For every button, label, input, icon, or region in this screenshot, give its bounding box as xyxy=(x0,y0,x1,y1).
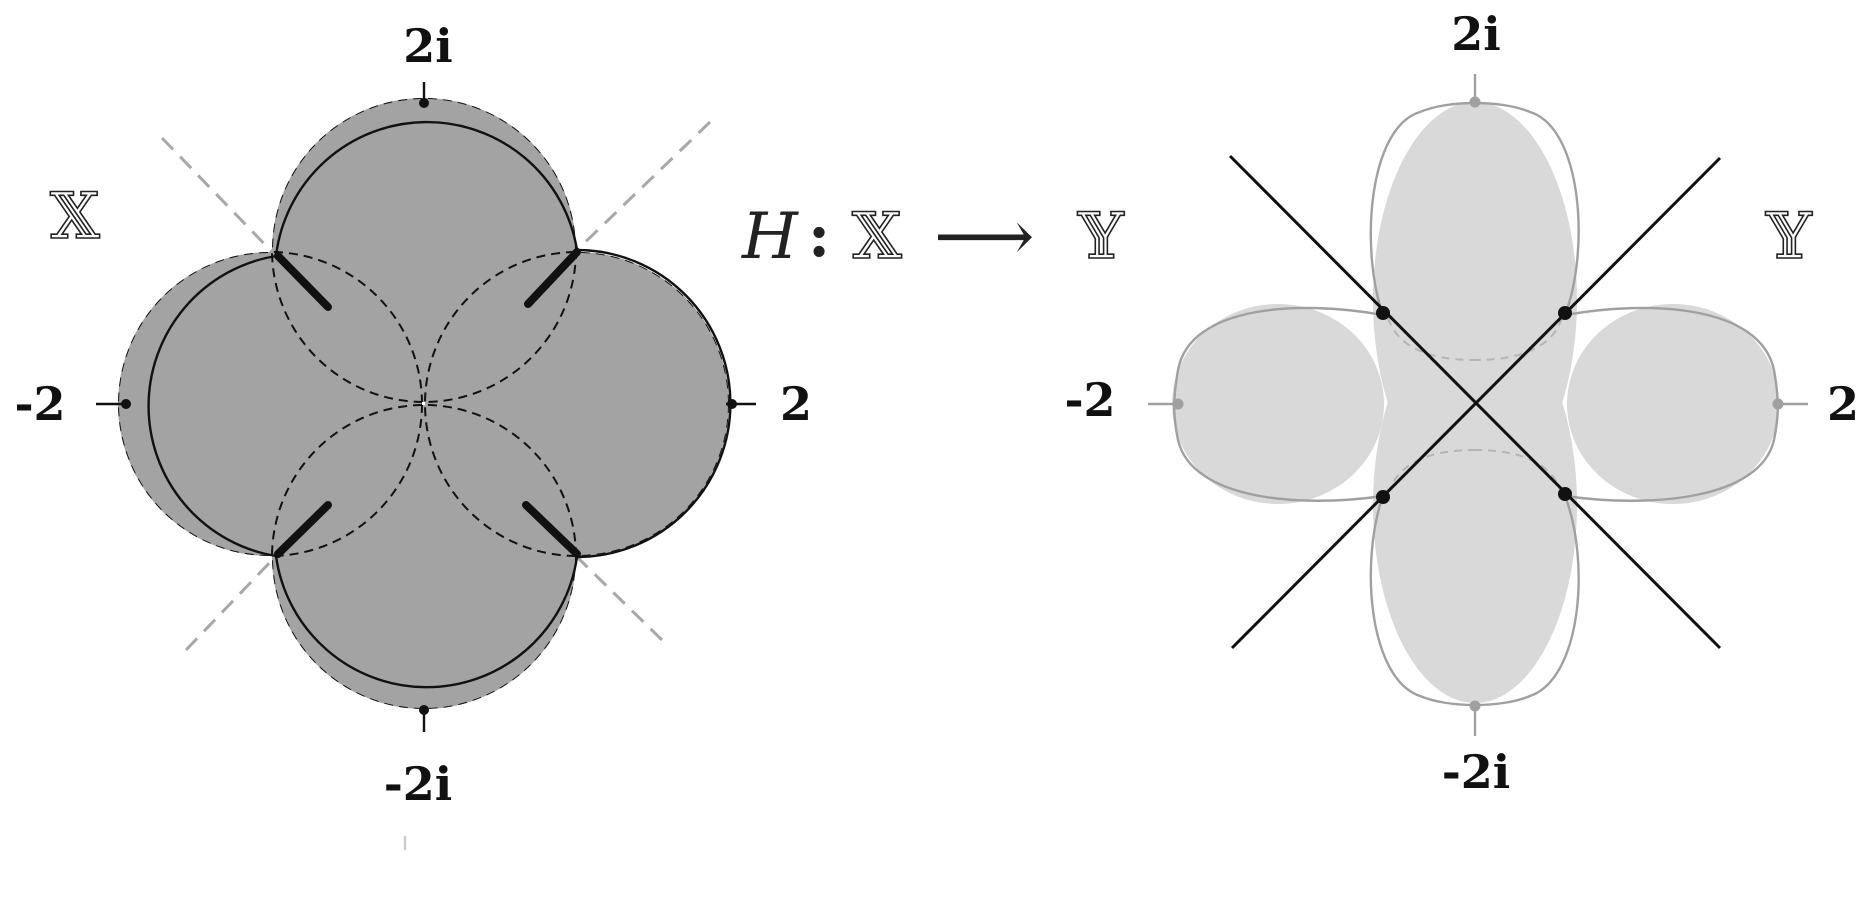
boundary-arc-top xyxy=(274,120,579,257)
diagonal-line-ne-sw xyxy=(1230,156,1722,650)
map-function-name: H xyxy=(741,200,799,274)
cut-segment-sw xyxy=(274,501,332,558)
left-axis-dots xyxy=(121,98,737,715)
right-intersection-dots xyxy=(1376,306,1572,504)
asymptote-line-nw xyxy=(160,136,278,258)
left-cut-segments xyxy=(274,248,581,558)
dot-left xyxy=(121,399,131,409)
dot-right xyxy=(727,399,737,409)
dot-sw xyxy=(1376,490,1390,504)
label-left-neg2: -2 xyxy=(1064,373,1115,427)
petal-right-outline xyxy=(1564,306,1779,502)
right-panel: 𝕐 2i -2i -2 2 xyxy=(1064,7,1859,799)
circle-right-fill xyxy=(425,252,729,556)
map-label: H : 𝕏 ⟶ 𝕐 xyxy=(741,195,1126,277)
petal-right-fill xyxy=(1567,304,1779,504)
label-right-2: 2 xyxy=(780,377,812,431)
asymptote-line-sw xyxy=(184,554,278,652)
map-arrow: ⟶ xyxy=(934,195,1034,277)
left-asymptote-lines xyxy=(160,120,712,652)
left-panel: 𝕏 2i -2i -2 2 xyxy=(14,19,812,850)
inner-arc-nw xyxy=(1387,317,1476,361)
dot-se xyxy=(1558,487,1572,501)
dot-top xyxy=(1469,96,1481,108)
dot-right xyxy=(1772,398,1784,410)
label-top-2i: 2i xyxy=(403,19,452,73)
map-codomain-y: 𝕐 xyxy=(1077,200,1125,274)
left-outer-boundary xyxy=(147,120,732,689)
left-circle-fills xyxy=(118,98,729,709)
dot-ne xyxy=(1558,306,1572,320)
right-petal-fills xyxy=(1172,102,1779,703)
map-colon: : xyxy=(808,201,830,271)
right-axis-dots xyxy=(1172,96,1784,712)
dashed-circle-left xyxy=(118,251,423,557)
petal-left-fill xyxy=(1172,304,1384,504)
cut-segment-nw xyxy=(274,252,332,311)
asymptote-line-ne xyxy=(575,120,712,252)
inner-arc-ne xyxy=(1474,317,1563,361)
petal-bottom-fill xyxy=(1373,307,1577,703)
dot-bottom xyxy=(1469,700,1481,712)
asymptote-line-se xyxy=(575,555,664,642)
cut-segment-se xyxy=(522,501,581,558)
dot-bottom xyxy=(419,705,429,715)
circle-left-fill xyxy=(118,252,422,556)
dot-left xyxy=(1172,398,1184,410)
label-right-2: 2 xyxy=(1827,377,1859,431)
boundary-arc-bottom xyxy=(274,555,579,689)
space-x-label: 𝕏 xyxy=(50,180,100,254)
dot-top xyxy=(419,98,429,108)
label-left-neg2: -2 xyxy=(14,377,65,431)
space-y-label: 𝕐 xyxy=(1765,200,1813,274)
right-diagonal-lines xyxy=(1228,154,1722,650)
dot-nw xyxy=(1376,306,1390,320)
label-bottom-neg2i: -2i xyxy=(1442,745,1511,799)
label-bottom-neg2i: -2i xyxy=(384,757,453,811)
map-domain-x: 𝕏 xyxy=(852,200,902,274)
cut-segment-ne xyxy=(524,248,581,308)
boundary-arc-left xyxy=(147,254,277,558)
label-top-2i: 2i xyxy=(1451,7,1500,61)
